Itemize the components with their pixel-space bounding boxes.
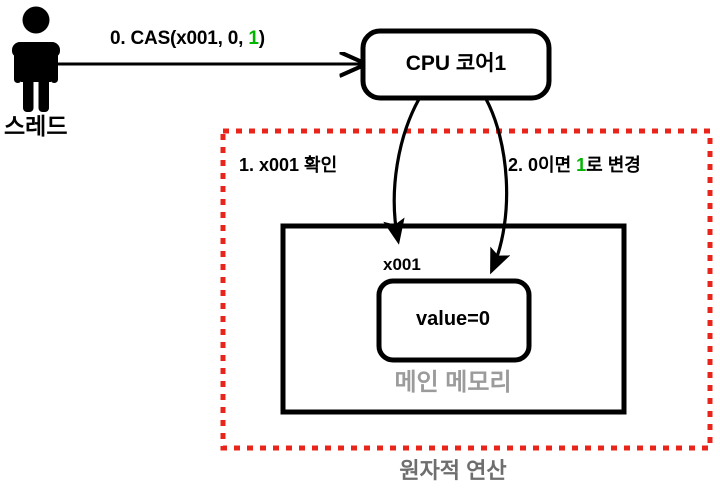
- memory-cell-value: value=0: [416, 308, 490, 330]
- cas-call-label: 0. CAS(x001, 0, 1): [110, 29, 265, 48]
- read-arrow: [383, 98, 421, 245]
- main-memory-label: 메인 메모리: [394, 369, 512, 396]
- step-2-label: 2. 0이면 1로 변경: [508, 156, 641, 174]
- memory-cell-box: [376, 278, 532, 363]
- thread-label: 스레드: [4, 113, 68, 139]
- cas-call-suffix: ): [258, 28, 265, 49]
- person-icon: [12, 6, 60, 112]
- step-2-suffix: 로 변경: [586, 155, 641, 175]
- step-2-highlight: 1: [576, 155, 587, 175]
- cas-call-prefix: 0. CAS(x001, 0,: [110, 28, 249, 49]
- cpu-core-box: [360, 28, 552, 101]
- memory-address-label: x001: [383, 255, 421, 274]
- cas-call-new-value: 1: [248, 28, 259, 49]
- step-1-label: 1. x001 확인: [239, 155, 338, 175]
- cpu-core-label: CPU 코어1: [405, 52, 507, 75]
- atomic-operation-caption: 원자적 연산: [399, 458, 507, 483]
- write-arrow: [484, 98, 511, 275]
- step-2-prefix: 2. 0이면: [508, 155, 577, 175]
